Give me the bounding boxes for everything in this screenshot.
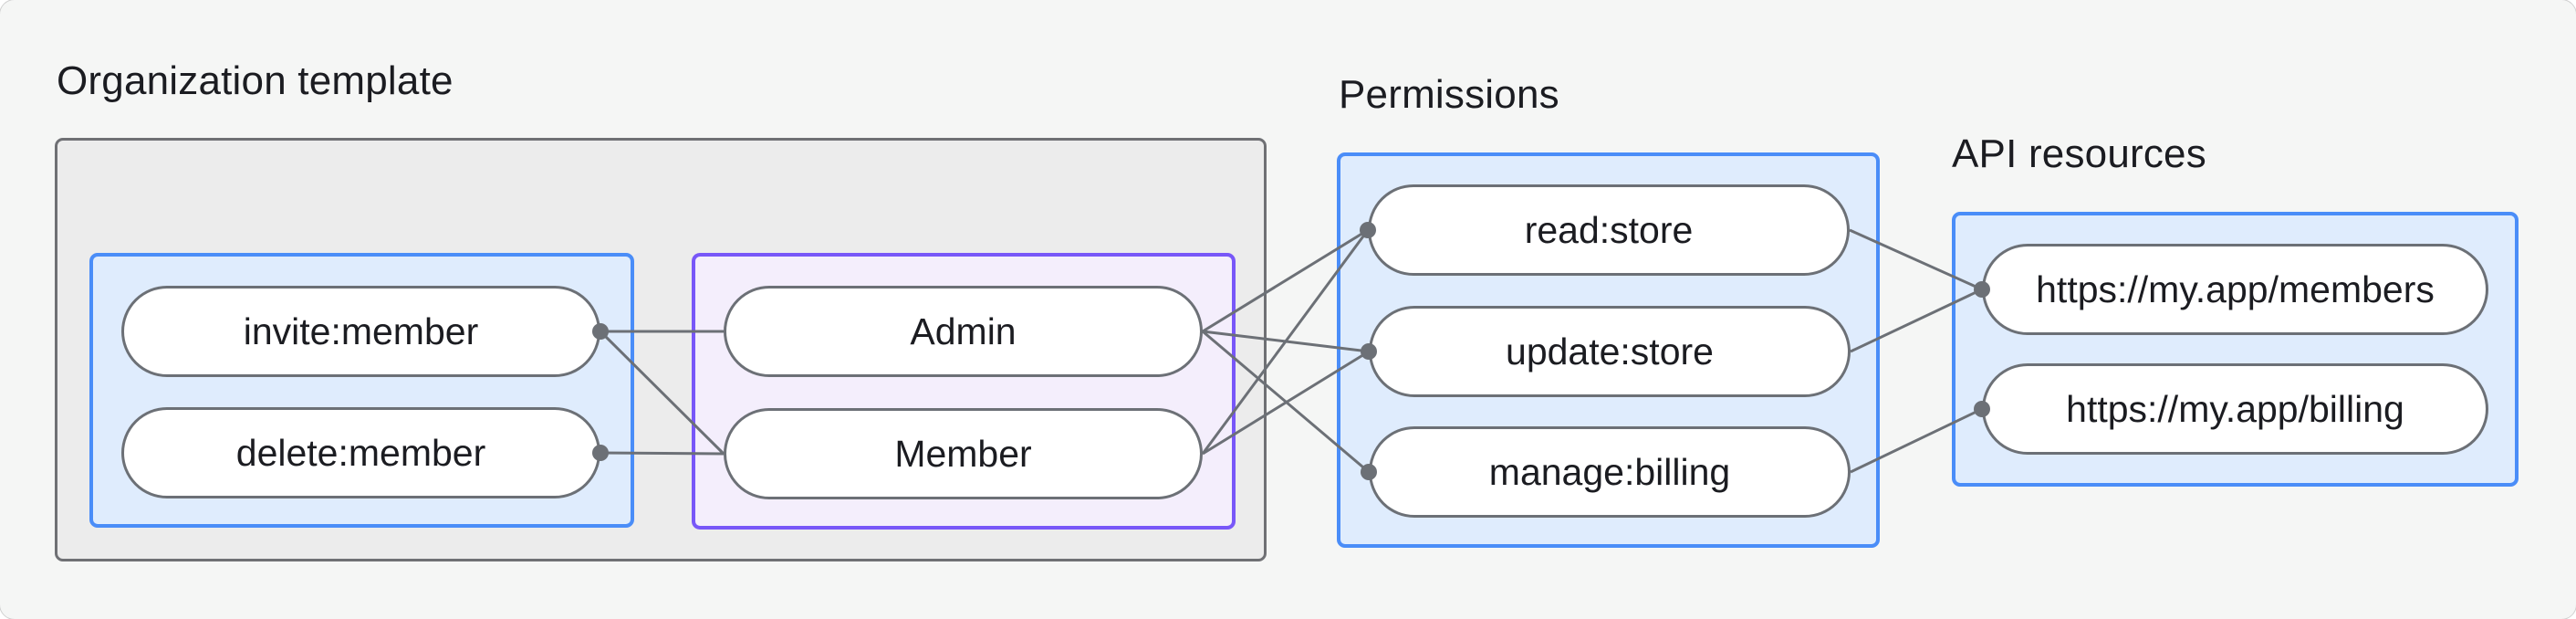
node-invite-member-label: invite:member [243,310,479,352]
node-read-store: read:store [1368,184,1850,276]
org-template-label: Organization template [57,58,454,103]
node-billing-api-url-label: https://my.app/billing [2066,387,2404,430]
node-manage-billing: manage:billing [1369,426,1851,518]
node-delete-member: delete:member [121,407,600,498]
api-resources-label: API resources [1952,131,2206,176]
node-member-role: Member [724,408,1203,499]
node-update-store-label: update:store [1506,330,1714,372]
node-billing-api-url: https://my.app/billing [1982,363,2488,455]
node-manage-billing-label: manage:billing [1488,450,1731,493]
node-update-store: update:store [1369,306,1851,397]
permissions-label: Permissions [1339,72,1559,117]
node-admin-role-label: Admin [910,310,1017,352]
node-members-api-url-label: https://my.app/members [2036,268,2435,310]
node-members-api-url: https://my.app/members [1982,244,2488,335]
node-invite-member: invite:member [121,286,600,377]
node-admin-role: Admin [724,286,1203,377]
node-member-role-label: Member [894,432,1032,475]
node-delete-member-label: delete:member [235,431,486,474]
node-read-store-label: read:store [1524,208,1694,251]
